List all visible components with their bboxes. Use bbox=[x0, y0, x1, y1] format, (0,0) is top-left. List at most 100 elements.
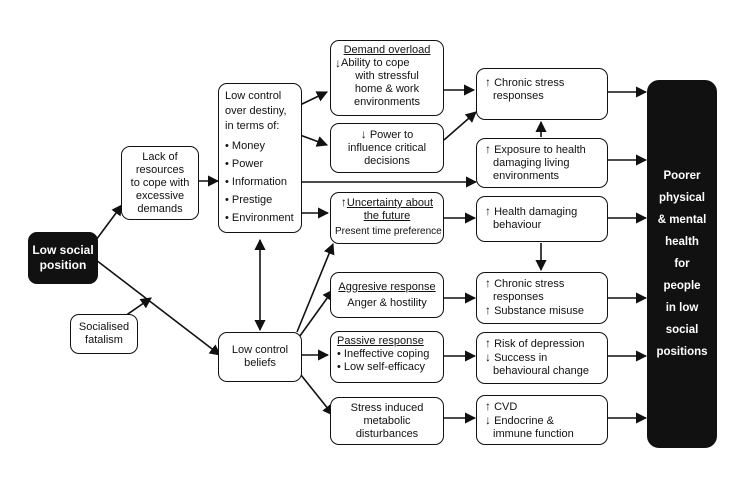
bullet-icon: • bbox=[337, 348, 341, 360]
arrow-destiny-to-power bbox=[299, 134, 329, 147]
node-text-row: ↑ Substance misuse bbox=[485, 304, 599, 318]
node-title: Uncertainty about bbox=[346, 197, 434, 209]
node-text: Endocrine & bbox=[494, 415, 554, 427]
node-text: Stress induced bbox=[350, 401, 424, 414]
node-passive-response: Passive response • Ineffective coping • … bbox=[330, 331, 444, 383]
node-aggressive-response: Aggresive response Anger & hostility bbox=[330, 272, 444, 318]
list-item-label: Money bbox=[231, 140, 265, 152]
node-text: physical bbox=[658, 192, 706, 204]
node-title: Passive response bbox=[337, 335, 424, 347]
list-item: • Low self-efficacy bbox=[337, 361, 437, 374]
node-text-row: ↑ Exposure to health bbox=[485, 143, 599, 157]
node-text: in low bbox=[665, 302, 699, 314]
up-arrow-icon: ↑ bbox=[485, 399, 491, 413]
node-title: Demand overload bbox=[343, 44, 431, 56]
node-chronic-stress-2: ↑ Chronic stress responses ↑ Substance m… bbox=[476, 272, 608, 324]
node-low-control-destiny: Low control over destiny, in terms of: •… bbox=[218, 83, 302, 233]
node-text: demands bbox=[137, 202, 183, 215]
node-text: immune function bbox=[493, 428, 574, 440]
node-text: disturbances bbox=[355, 427, 419, 440]
bullet-icon: • bbox=[225, 140, 229, 152]
node-text: in terms of: bbox=[225, 120, 280, 132]
node-text: Ability to cope bbox=[341, 57, 410, 69]
up-arrow-icon: ↑ bbox=[485, 142, 491, 156]
node-text-row: ↑ Risk of depression bbox=[485, 337, 599, 351]
node-text: people bbox=[663, 280, 701, 292]
node-text: & mental bbox=[657, 214, 707, 226]
node-low-control-beliefs: Low control beliefs bbox=[218, 332, 302, 382]
list-item: • Ineffective coping bbox=[337, 348, 437, 361]
node-text-row: ↑ Chronic stress bbox=[485, 76, 599, 90]
up-arrow-icon: ↑ bbox=[485, 276, 491, 290]
list-item-label: Power bbox=[231, 158, 264, 170]
down-arrow-icon: ↓ bbox=[485, 350, 491, 364]
node-text: positions bbox=[656, 346, 708, 358]
list-item-label: Environment bbox=[231, 212, 294, 224]
node-text: responses bbox=[493, 291, 544, 303]
node-text: behaviour bbox=[493, 219, 542, 231]
arrow-beliefs-to-uncertainty bbox=[296, 242, 335, 333]
bullet-icon: • bbox=[225, 158, 229, 170]
node-power-influence: ↓ Power to influence critical decisions bbox=[330, 123, 444, 173]
node-text: behavioural change bbox=[493, 365, 590, 377]
list-item-label: Low self-efficacy bbox=[343, 361, 426, 373]
node-cvd: ↑ CVD ↓ Endocrine & immune function bbox=[476, 395, 608, 445]
node-text: Low control bbox=[225, 90, 282, 102]
node-text: Poorer bbox=[663, 170, 701, 182]
bullet-icon: • bbox=[337, 361, 341, 373]
node-text: health bbox=[665, 236, 699, 248]
arrow-beliefs-to-aggressive bbox=[296, 289, 334, 341]
node-text: Low social bbox=[32, 243, 94, 257]
list-item-label: Information bbox=[231, 176, 287, 188]
bullet-icon: • bbox=[225, 194, 229, 206]
node-text: Power to bbox=[369, 129, 414, 141]
down-arrow-icon: ↓ bbox=[335, 56, 341, 70]
node-text: excessive bbox=[135, 189, 185, 202]
list-item: • Money bbox=[225, 137, 301, 155]
node-text: social bbox=[665, 324, 699, 336]
node-text: environments bbox=[493, 170, 560, 182]
down-arrow-icon: ↓ bbox=[485, 413, 491, 427]
up-arrow-icon: ↑ bbox=[485, 204, 491, 218]
up-arrow-icon: ↑ bbox=[485, 303, 491, 317]
list-item: • Environment bbox=[225, 209, 301, 227]
arrow-destiny-to-demand bbox=[299, 91, 329, 106]
node-text: position bbox=[39, 258, 87, 272]
list-item-label: Prestige bbox=[231, 194, 273, 206]
node-text: Substance misuse bbox=[494, 305, 584, 317]
down-arrow-icon: ↓ bbox=[360, 127, 367, 141]
node-title: Aggresive response bbox=[338, 280, 436, 293]
node-text: Socialised bbox=[78, 321, 130, 333]
node-text-row: ↑ CVD bbox=[485, 400, 599, 414]
arrow-beliefs-to-stress bbox=[296, 369, 334, 416]
node-text: Chronic stress bbox=[494, 278, 565, 290]
node-text: home & work bbox=[354, 83, 420, 95]
node-text: with stressful bbox=[355, 70, 419, 82]
node-text: damaging living bbox=[493, 157, 570, 169]
node-socialised-fatalism: Socialised fatalism bbox=[70, 314, 138, 354]
node-text: to cope with bbox=[130, 176, 190, 189]
node-text: Lack of bbox=[142, 150, 178, 163]
node-text: Risk of depression bbox=[494, 338, 585, 350]
node-stress-metabolic: Stress induced metabolic disturbances bbox=[330, 397, 444, 445]
up-arrow-icon: ↑ bbox=[485, 336, 491, 350]
node-depression: ↑ Risk of depression ↓ Success in behavi… bbox=[476, 332, 608, 384]
node-text: for bbox=[674, 258, 690, 270]
node-lack-of-resources: Lack of resources to cope with excessive… bbox=[121, 146, 199, 220]
node-text: CVD bbox=[494, 401, 518, 413]
arrow-lowsocial-to-beliefs bbox=[95, 259, 221, 356]
node-text: decisions bbox=[364, 155, 410, 167]
list-item: • Information bbox=[225, 173, 301, 191]
node-text: Success in bbox=[494, 352, 548, 364]
node-exposure: ↑ Exposure to health damaging living env… bbox=[476, 138, 608, 188]
node-demand-overload: Demand overload ↓ Ability to cope with s… bbox=[330, 40, 444, 116]
node-text-row: ↑ Chronic stress bbox=[485, 277, 599, 291]
node-text: resources bbox=[135, 163, 185, 176]
node-text: metabolic bbox=[363, 414, 411, 427]
up-arrow-icon: ↑ bbox=[340, 195, 347, 209]
bullet-icon: • bbox=[225, 212, 229, 224]
bullet-icon: • bbox=[225, 176, 229, 188]
node-text-row: ↓ Endocrine & bbox=[485, 414, 599, 428]
up-arrow-icon: ↑ bbox=[485, 75, 491, 89]
node-text: environments bbox=[353, 96, 421, 108]
